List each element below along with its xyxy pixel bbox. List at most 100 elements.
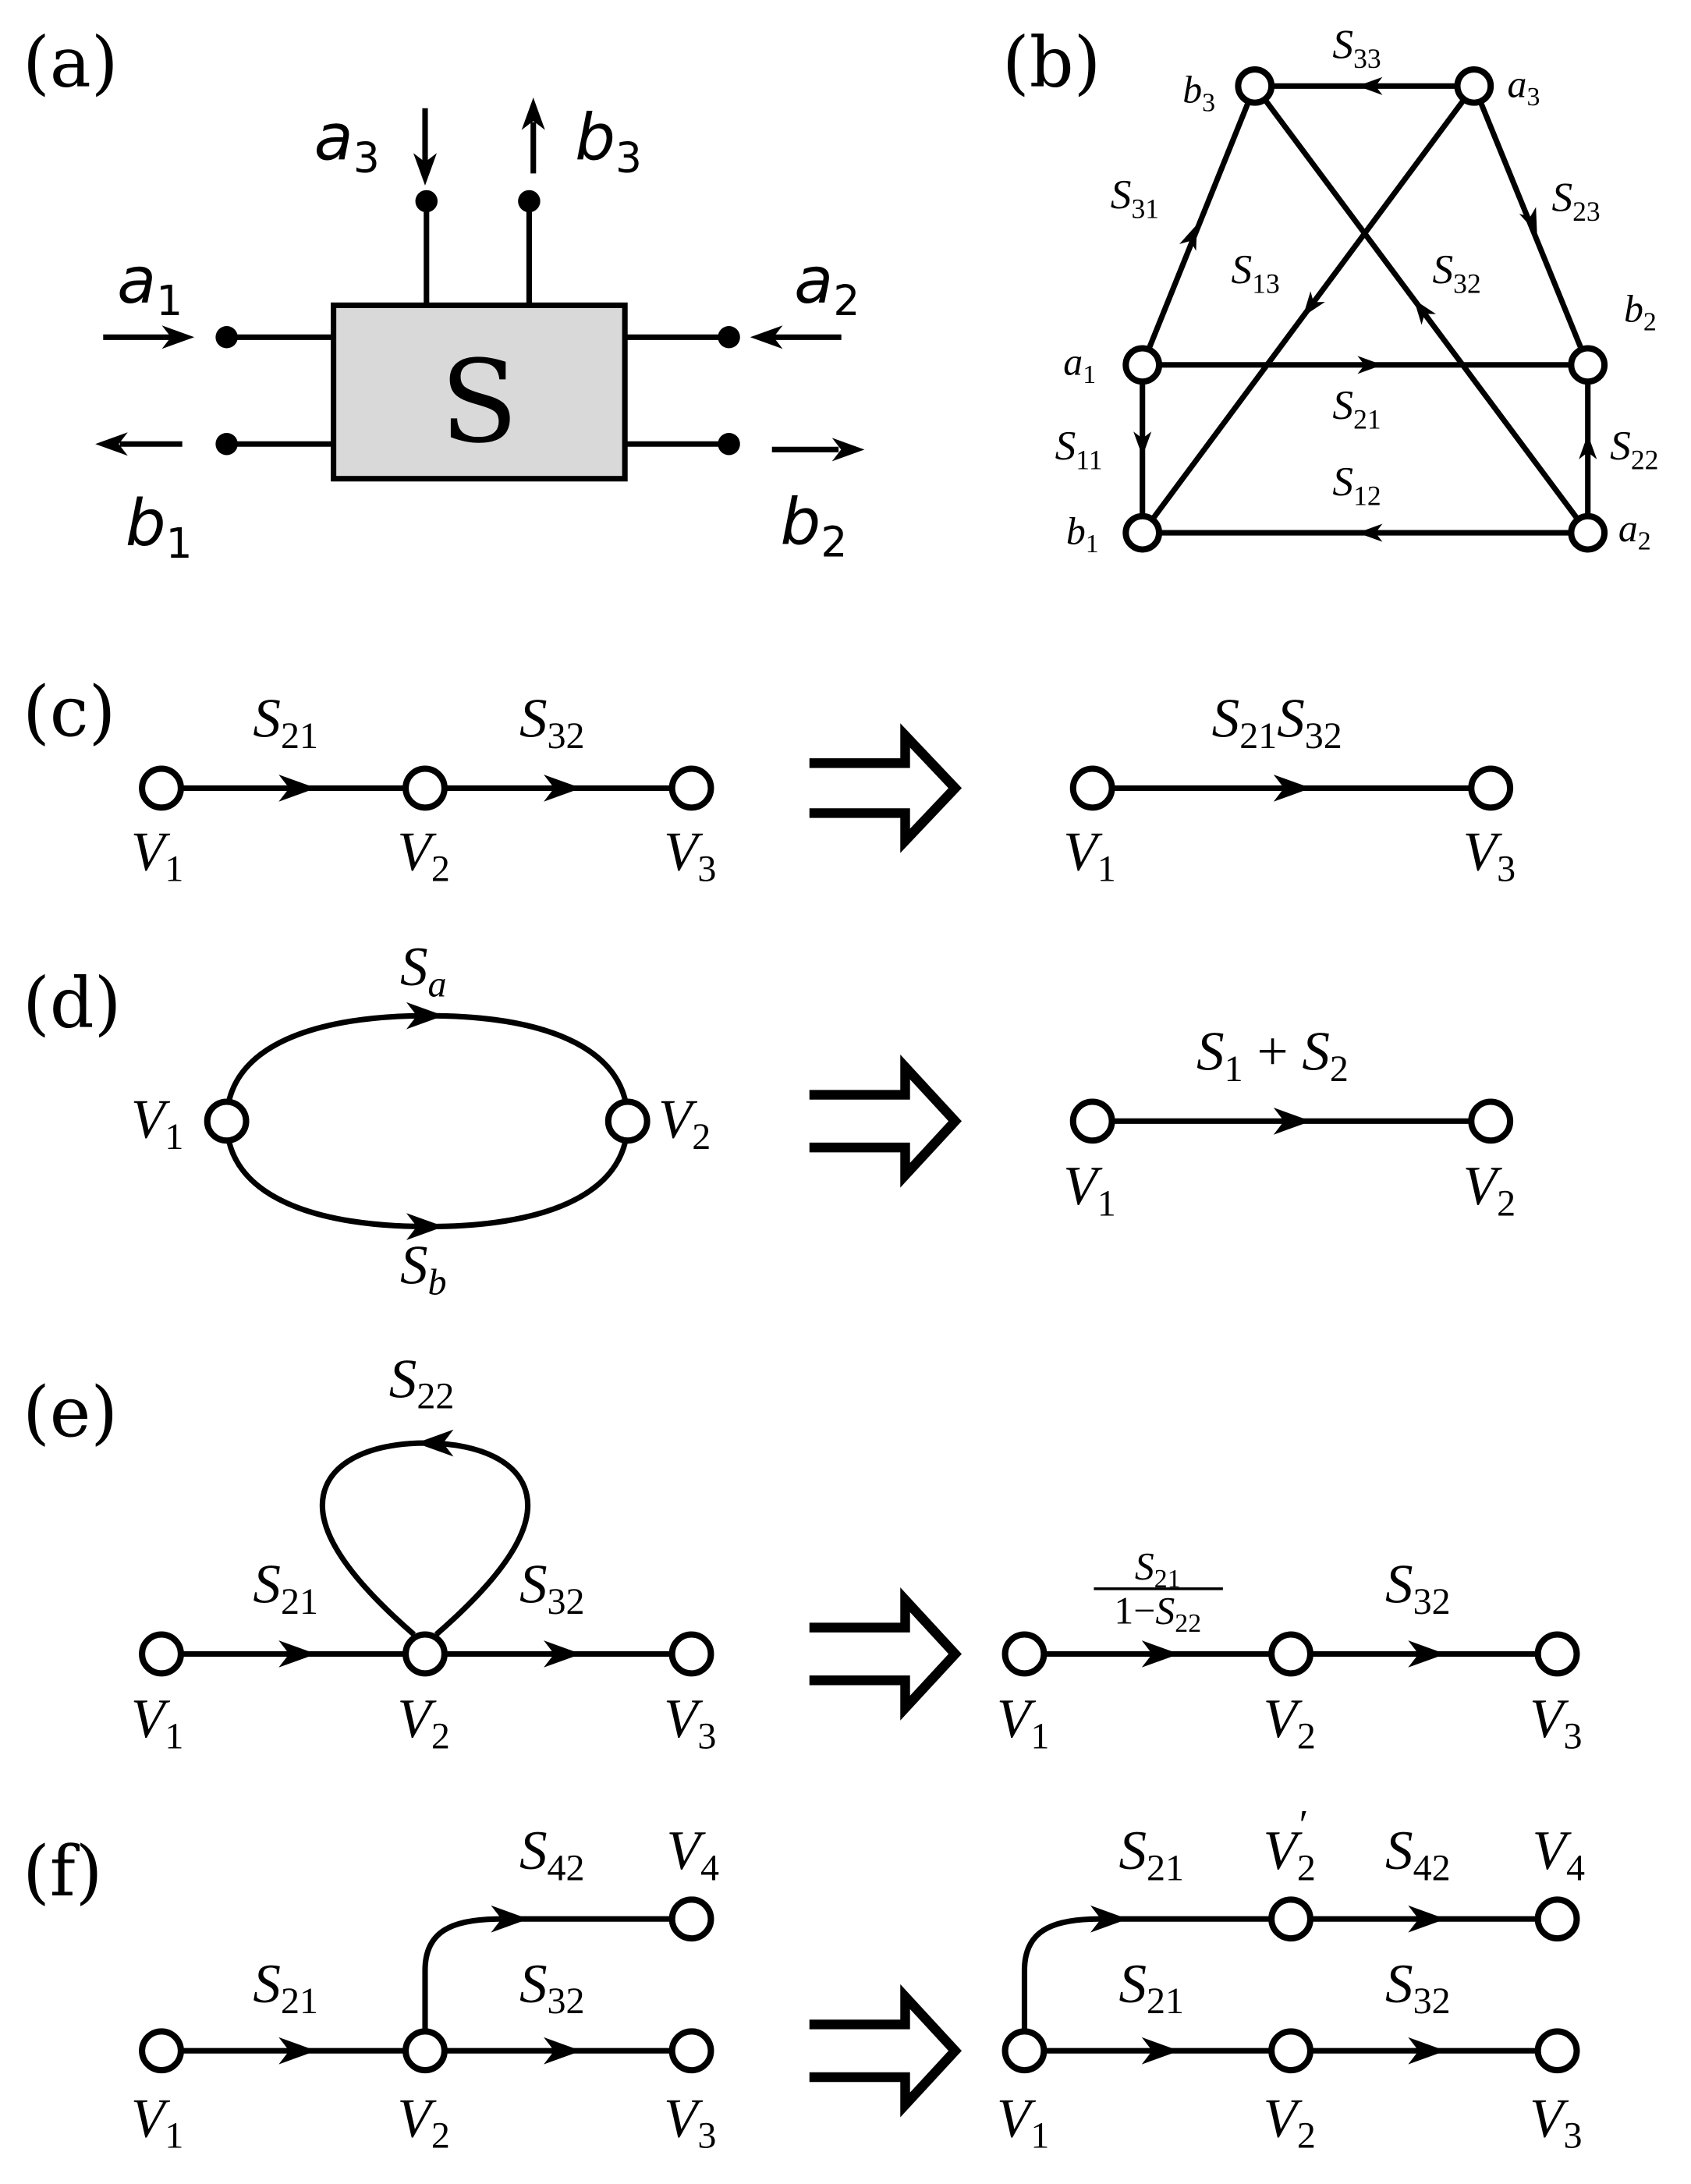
f-left-node-v3 — [668, 2028, 714, 2074]
e-left-node-label-v2: V2 — [397, 1689, 449, 1757]
panel-e: (e) S22 S21 S32 V1 V2 V3 S21 1−S22 S32 V… — [23, 1349, 1582, 1757]
d-implies-arrow — [809, 1055, 962, 1188]
d-right-node-v1 — [1069, 1098, 1115, 1144]
c-right-node-label-v1: V1 — [1063, 821, 1115, 889]
f-right-edge-s21-to-v2prime — [1021, 1916, 1292, 2032]
f-left-node-label-v4: V4 — [667, 1821, 719, 1888]
e-left-edge-label-s32: S32 — [519, 1555, 585, 1622]
f-right-node-label-v1: V1 — [997, 2089, 1049, 2157]
f-right-node-label-v2-prime: V2′ — [1263, 1801, 1315, 1888]
edge-label-s32: S32 — [1432, 246, 1480, 299]
d-right-node-v2 — [1468, 1098, 1514, 1144]
e-left-edge-label-s21: S21 — [253, 1555, 318, 1622]
e-right-node-label-v1: V1 — [997, 1689, 1049, 1757]
panel-a-label: (a) — [23, 21, 118, 102]
edge-label-s13: S13 — [1232, 246, 1280, 299]
port1-upper-terminal — [215, 326, 238, 349]
node-label-a1: a1 — [1063, 340, 1096, 389]
d-right-edge-label: S1+S2 — [1196, 1022, 1349, 1090]
e-left-loop-label-s22: S22 — [389, 1349, 455, 1416]
node-a3 — [1454, 66, 1494, 106]
e-right-edge-label-s32: S32 — [1385, 1555, 1451, 1622]
node-a1 — [1122, 345, 1163, 385]
node-label-b1: b1 — [1066, 509, 1099, 558]
c-right-node-label-v3: V3 — [1463, 821, 1516, 889]
node-label-b3: b3 — [1182, 69, 1215, 118]
e-left-node-v3 — [668, 1631, 714, 1677]
panel-f: (f) S42 V4 S21 S32 V1 V2 V3 S21 V2′ S — [23, 1801, 1585, 2157]
f-left-node-label-v1: V1 — [131, 2089, 183, 2157]
edge-s31 — [1140, 84, 1258, 367]
port3-right-terminal — [518, 190, 541, 213]
f-left-node-v2 — [402, 2028, 448, 2074]
node-label-a2: a2 — [1618, 507, 1651, 556]
f-right-edge-label-s21: S21 — [1118, 1954, 1184, 2022]
d-left-node-label-v1: V1 — [131, 1090, 183, 1158]
f-right-node-label-v2: V2 — [1263, 2089, 1315, 2157]
f-implies-arrow — [809, 1984, 962, 2118]
c-left-node-v2 — [402, 765, 448, 811]
f-left-edge-s42 — [422, 1916, 692, 2032]
f-right-node-v3 — [1534, 2028, 1580, 2074]
panel-c-label: (c) — [23, 671, 115, 752]
d-left-node-label-v2: V2 — [658, 1090, 711, 1158]
e-implies-arrow — [809, 1587, 962, 1721]
e-left-node-v2 — [402, 1631, 448, 1677]
e-right-node-label-v3: V3 — [1530, 1689, 1582, 1757]
node-label-a3: a3 — [1508, 63, 1540, 112]
e-right-node-label-v2: V2 — [1263, 1689, 1315, 1757]
port-label-b1: b1 — [126, 487, 193, 568]
port-label-a3: a3 — [314, 101, 380, 183]
node-b1 — [1122, 512, 1163, 553]
panel-e-label: (e) — [23, 1371, 118, 1452]
panel-c: (c) S21 S32 V1 V2 V3 S21S32 V1 V3 — [23, 671, 1516, 890]
e-right-node-v1 — [1001, 1631, 1048, 1677]
d-left-node-v2 — [604, 1098, 651, 1144]
edge-label-s11: S11 — [1055, 422, 1103, 475]
s-matrix-box-label: S — [440, 337, 518, 469]
f-left-node-label-v3: V3 — [664, 2089, 716, 2157]
panel-d-label: (d) — [23, 962, 121, 1043]
port2-lower-terminal — [718, 433, 740, 456]
panel-d: (d) Sa Sb V1 V2 S1+S2 V1 V2 — [23, 937, 1516, 1303]
f-right-node-label-v4: V4 — [1533, 1821, 1585, 1888]
f-left-node-label-v2: V2 — [397, 2089, 449, 2157]
panel-b: (b) b3 a3 a1 b2 b1 a2 S33 — [1002, 21, 1658, 558]
port-label-a1: a1 — [117, 244, 183, 325]
f-left-edge-label-s42: S42 — [519, 1821, 585, 1888]
f-right-edge-label-s32: S32 — [1385, 1954, 1451, 2022]
d-right-node-label-v1: V1 — [1063, 1156, 1115, 1224]
f-right-node-label-v3: V3 — [1530, 2089, 1582, 2157]
e-left-self-loop-s22 — [319, 1440, 531, 1637]
panel-f-label: (f) — [23, 1831, 102, 1912]
port1-lower-terminal — [215, 433, 238, 456]
c-left-node-v3 — [668, 765, 714, 811]
node-a2 — [1568, 512, 1608, 553]
f-right-node-v2 — [1268, 2028, 1313, 2074]
c-left-edge-label-s32: S32 — [519, 689, 585, 757]
f-right-node-v2-prime — [1268, 1896, 1313, 1942]
f-right-node-v1 — [1001, 2028, 1048, 2074]
port-label-a2: a2 — [794, 244, 860, 325]
edge-label-s22: S22 — [1610, 422, 1658, 475]
d-left-edge-label-sa: Sa — [400, 937, 447, 1005]
c-right-edge-label: S21S32 — [1212, 689, 1342, 757]
d-left-edge-label-sb: Sb — [400, 1235, 447, 1303]
e-left-node-label-v3: V3 — [664, 1689, 716, 1757]
port3-left-terminal — [415, 190, 438, 213]
c-right-node-v1 — [1069, 765, 1115, 811]
f-left-edge-label-s21: S21 — [253, 1954, 318, 2022]
c-left-node-label-v1: V1 — [131, 821, 183, 889]
edge-label-s31: S31 — [1111, 171, 1159, 224]
node-label-b2: b2 — [1624, 288, 1657, 337]
s-matrix-box — [331, 302, 628, 482]
f-left-node-v4 — [668, 1896, 714, 1942]
port-label-b3: b3 — [575, 101, 642, 183]
e-left-node-v1 — [139, 1631, 184, 1677]
f-right-edge-label-s42: S42 — [1385, 1821, 1451, 1888]
d-left-edge-sa — [224, 1012, 631, 1122]
d-left-edge-sb — [224, 1121, 631, 1230]
e-left-node-label-v1: V1 — [131, 1689, 183, 1757]
d-left-node-v1 — [204, 1098, 250, 1144]
